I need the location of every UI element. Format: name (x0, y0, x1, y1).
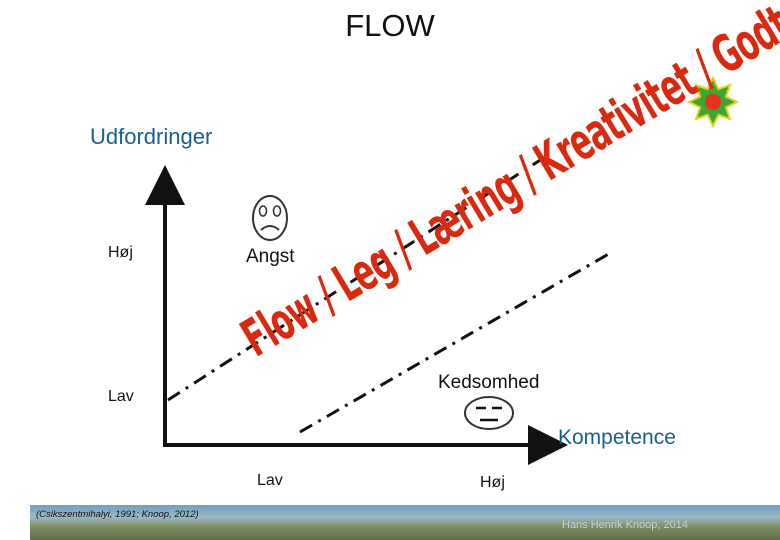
page-title: FLOW (345, 8, 435, 43)
x-axis-high-label: Høj (480, 474, 505, 491)
upper-boundary-line (167, 153, 549, 402)
boredom-zone-label: Kedsomhed (438, 372, 540, 393)
lower-boundary-line (299, 250, 613, 434)
landscape-footer-strip (30, 505, 780, 540)
y-axis-high-label: Høj (108, 244, 133, 261)
y-axis-label: Udfordringer (90, 124, 213, 149)
citation: (Csikszentmihalyi, 1991; Knoop, 2012) (36, 509, 199, 520)
x-axis-label: Kompetence (558, 426, 676, 449)
anxiety-zone-label: Angst (246, 246, 295, 267)
star-icon (686, 75, 740, 129)
y-axis-low-label: Lav (108, 388, 134, 405)
x-axis-low-label: Lav (257, 472, 283, 489)
bored-face-icon (464, 396, 514, 430)
worried-face-icon (252, 195, 288, 241)
author-credit: Hans Henrik Knoop, 2014 (562, 519, 688, 531)
